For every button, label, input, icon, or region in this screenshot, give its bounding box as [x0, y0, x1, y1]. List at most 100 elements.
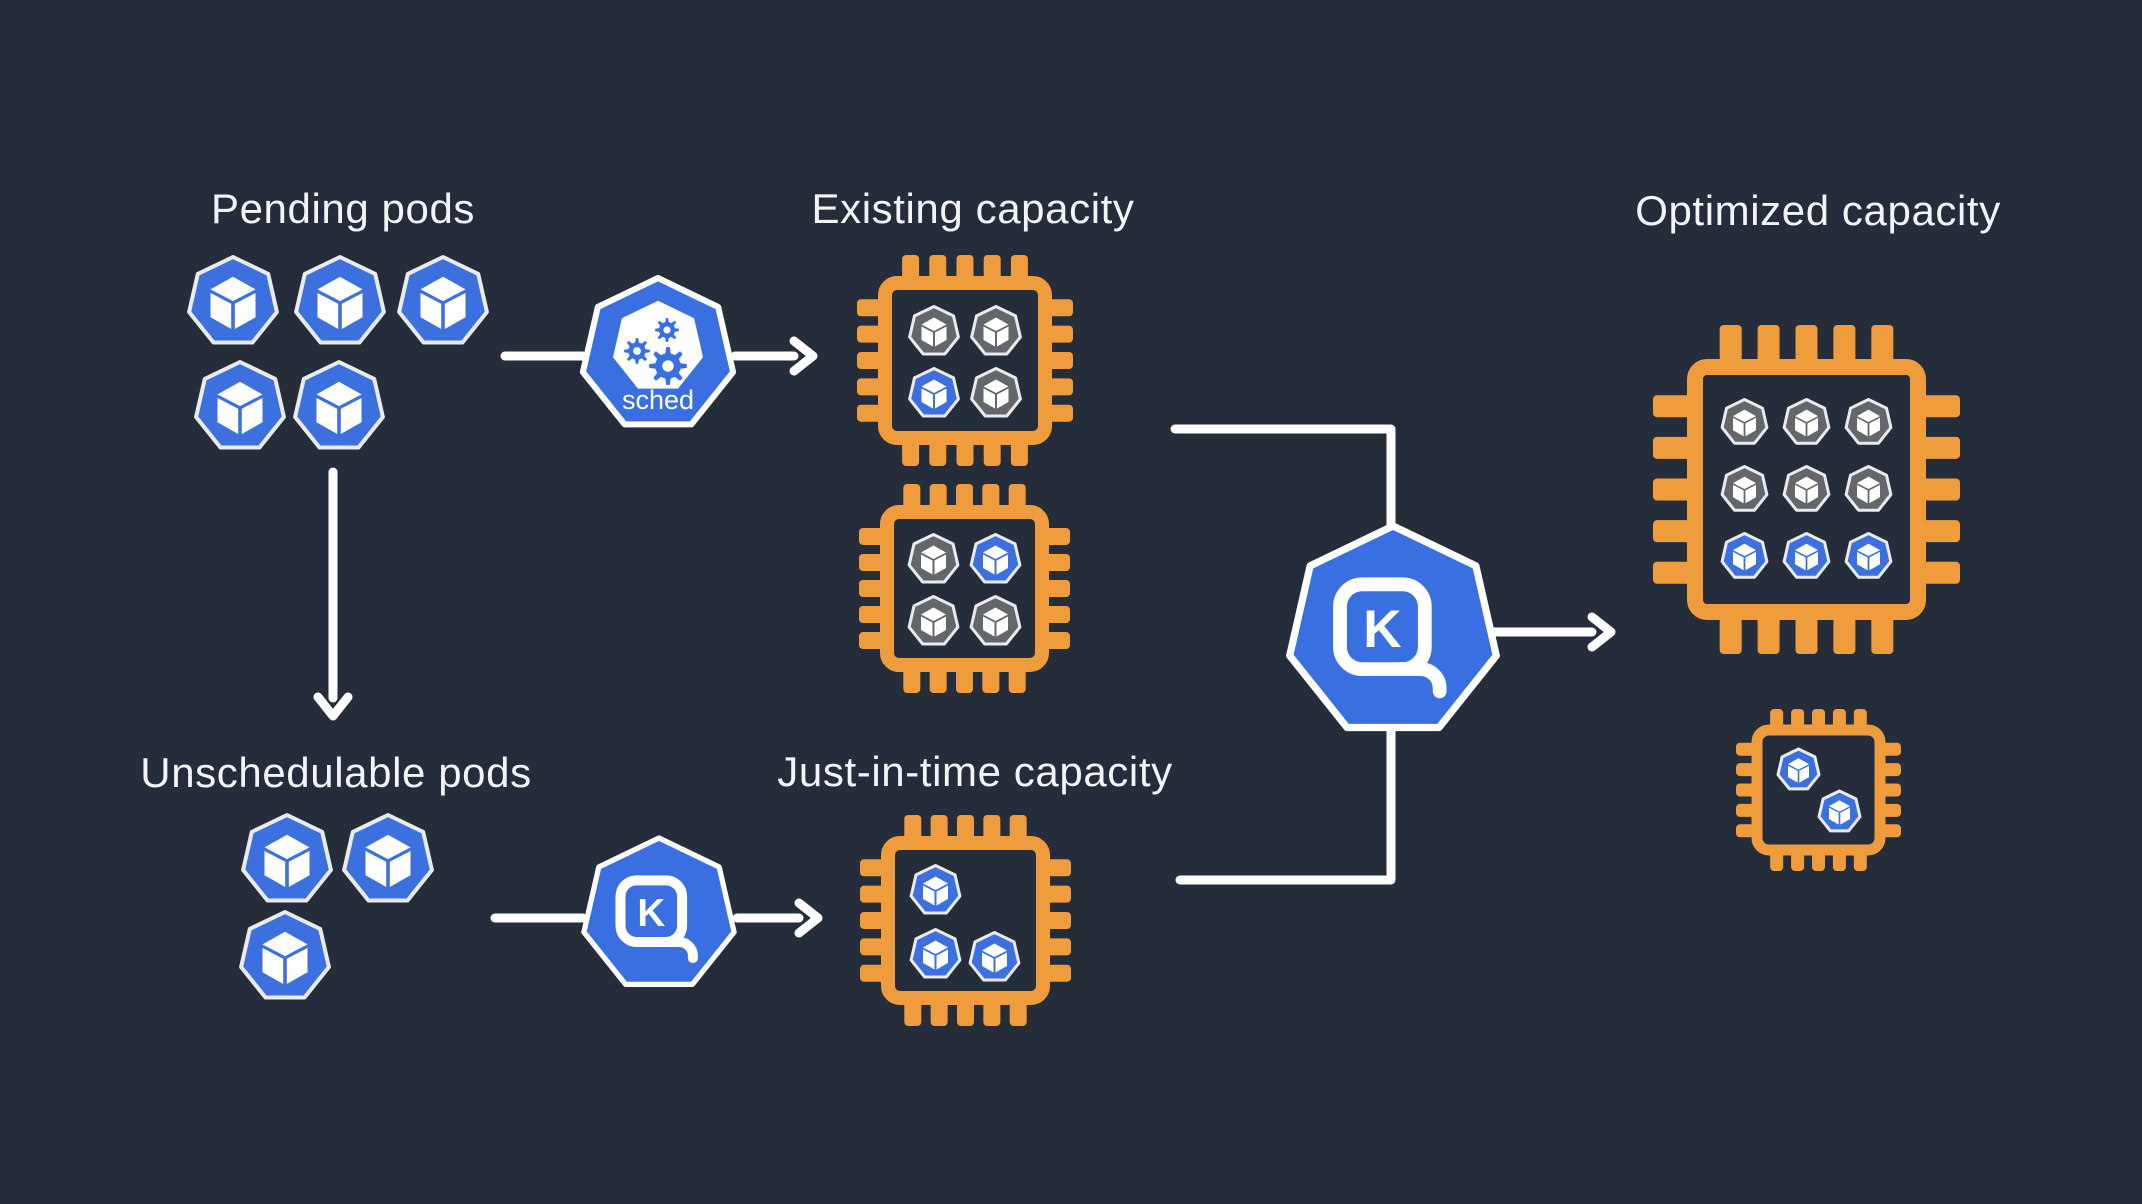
cube-face	[264, 851, 286, 887]
cube-face	[923, 885, 935, 906]
cube-face	[1829, 800, 1850, 812]
cube-face	[1788, 758, 1809, 770]
chip-body	[1751, 724, 1886, 856]
pod-icon-blue	[239, 910, 331, 1000]
optimized-node-chip-large	[1653, 325, 1960, 654]
cube-face	[317, 276, 363, 302]
cube-face	[286, 948, 308, 984]
cube-face	[921, 616, 933, 637]
cube-face	[1799, 765, 1809, 783]
cube-face	[923, 876, 948, 890]
cube-face	[1869, 417, 1880, 437]
pod-icon-blue	[342, 813, 434, 903]
cube-face	[996, 616, 1008, 637]
cube-face	[288, 851, 310, 887]
pod-icon-blue	[969, 533, 1022, 584]
pod-icon-gray	[1782, 398, 1831, 445]
arrowhead	[313, 692, 353, 721]
pod-icon-gray	[1844, 398, 1893, 445]
chip-body	[880, 505, 1049, 672]
cube-face	[1857, 543, 1880, 556]
jit-to-karpenter-connector	[1175, 710, 1396, 885]
cube-face	[921, 388, 933, 409]
gear-hole	[633, 347, 641, 355]
pod-icon-blue	[909, 864, 962, 915]
cube-face	[983, 607, 1008, 621]
chip-body	[878, 276, 1052, 445]
cube-face	[317, 293, 339, 329]
cube-face	[217, 398, 239, 434]
existing-node-chip-2	[859, 484, 1070, 693]
pod-icon-gray	[969, 595, 1022, 646]
cube-face	[923, 949, 935, 970]
cube-face	[1857, 551, 1868, 571]
pod-icon-blue	[241, 813, 333, 903]
cube-face	[340, 398, 362, 434]
pod-icon-blue	[397, 255, 489, 345]
cube-face	[1829, 807, 1839, 825]
pod-icon-blue	[909, 928, 962, 979]
scheduler-label: sched	[622, 385, 694, 415]
cube-face	[921, 554, 933, 575]
arrowhead	[789, 336, 818, 376]
pod-icon-blue	[293, 360, 385, 450]
karpenter-letter: K	[637, 892, 665, 935]
pod-icon-gray	[907, 595, 960, 646]
cube-face	[983, 379, 1009, 393]
cube-face	[1745, 417, 1756, 437]
chip-body	[881, 836, 1050, 1005]
pod-icon-blue	[1720, 532, 1769, 579]
pod-icon-gray	[907, 533, 960, 584]
pod-icon-gray	[1720, 398, 1769, 445]
cube-face	[1807, 417, 1818, 437]
cube-face	[997, 388, 1009, 409]
cube-face	[934, 616, 946, 637]
cube-face	[935, 388, 947, 409]
cube-face	[1733, 417, 1744, 437]
existing-node-chip-1	[857, 255, 1073, 466]
pod-icon-blue	[1782, 532, 1831, 579]
arrowhead	[1587, 612, 1616, 652]
cube-face	[1788, 765, 1798, 783]
karpenter-letter: K	[1363, 600, 1401, 659]
cube-face	[935, 326, 947, 347]
karpenter-heptagon	[581, 835, 737, 988]
cube-face	[983, 545, 1008, 559]
pod-icon-gray	[970, 367, 1022, 418]
cube-face	[921, 545, 946, 559]
cube-face	[936, 949, 948, 970]
karpenter-icon-large: K	[1286, 522, 1500, 732]
pod-icon-blue	[1817, 789, 1862, 833]
cube-face	[1795, 543, 1818, 556]
pod-icon-blue	[194, 360, 286, 450]
pod-icon-gray	[1720, 465, 1769, 512]
cube-face	[983, 554, 995, 575]
cube-face	[983, 388, 995, 409]
pod-icon-blue	[187, 255, 279, 345]
cube-face	[264, 834, 310, 860]
cube-face	[341, 293, 363, 329]
cube-face	[921, 379, 947, 393]
cube-face	[262, 948, 284, 984]
cube-face	[241, 398, 263, 434]
pod-icon-gray	[1782, 465, 1831, 512]
cube-face	[210, 293, 232, 329]
cube-face	[1733, 551, 1744, 571]
cube-face	[1795, 476, 1818, 489]
cube-face	[1857, 417, 1868, 437]
unschedulable-pods-title: Unschedulable pods	[140, 749, 532, 796]
existing-capacity-title: Existing capacity	[811, 185, 1135, 232]
cube-face	[1857, 409, 1880, 422]
karpenter-icon-small: K	[581, 835, 737, 988]
pod-icon-blue	[294, 255, 386, 345]
gear-hole	[662, 360, 674, 372]
cube-face	[1795, 409, 1818, 422]
cube-face	[420, 293, 442, 329]
kube-scheduler-icon: sched	[579, 275, 737, 428]
cube-face	[934, 554, 946, 575]
cube-face	[995, 952, 1007, 973]
cube-face	[983, 326, 995, 347]
cube-face	[1733, 476, 1756, 489]
